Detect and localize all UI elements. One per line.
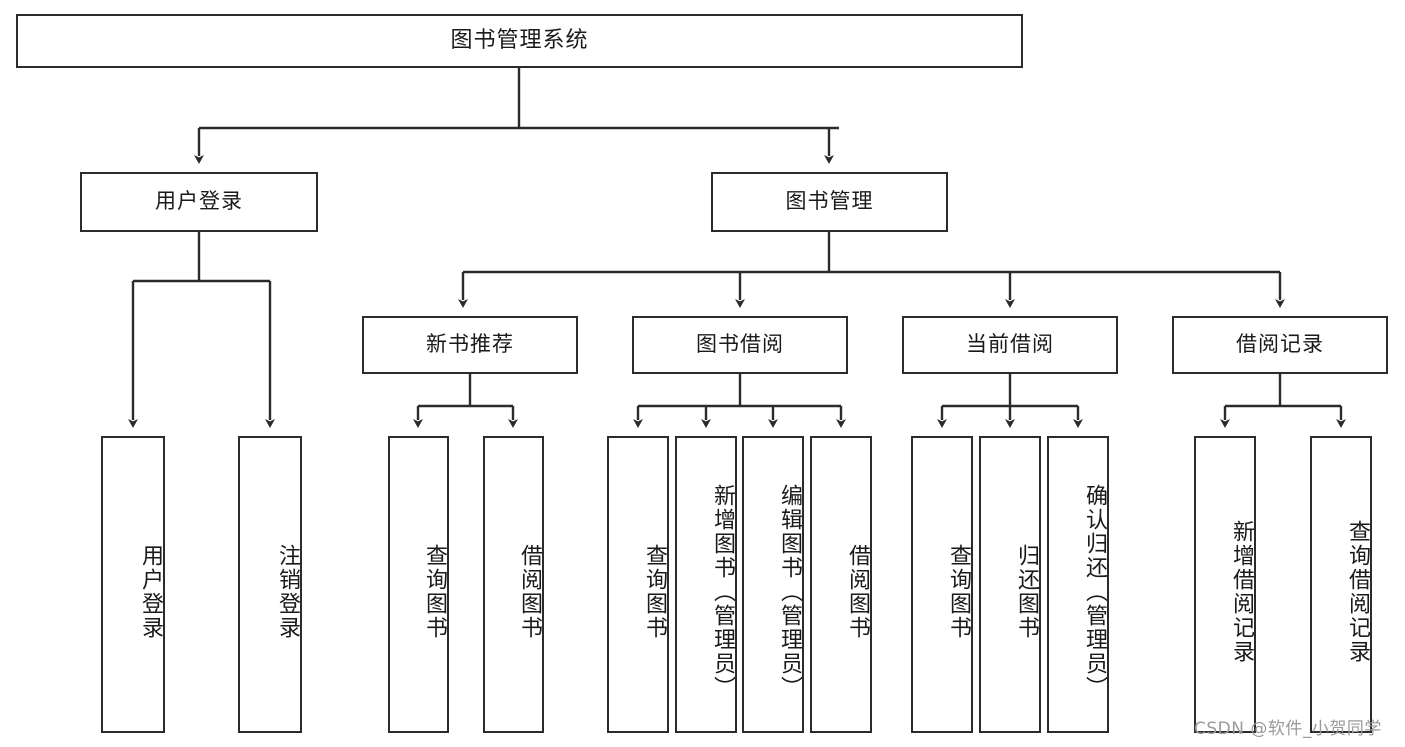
node-book-borrow[interactable]: 图书借阅 <box>632 316 848 374</box>
leaf-query-book-recommend[interactable]: 查询图书 <box>388 436 449 733</box>
watermark-text: CSDN @软件_小贺同学 <box>1194 719 1382 739</box>
leaf-borrow-book[interactable]: 借阅图书 <box>810 436 872 733</box>
leaf-add-book-admin[interactable]: 新增图书（管理员） <box>675 436 737 733</box>
leaf-confirm-return-admin[interactable]: 确认归还（管理员） <box>1047 436 1109 733</box>
node-book-management[interactable]: 图书管理 <box>711 172 948 232</box>
node-root-system[interactable]: 图书管理系统 <box>16 14 1023 68</box>
node-current-borrow[interactable]: 当前借阅 <box>902 316 1118 374</box>
leaf-return-book[interactable]: 归还图书 <box>979 436 1041 733</box>
leaf-borrow-book-recommend[interactable]: 借阅图书 <box>483 436 544 733</box>
leaf-edit-book-admin[interactable]: 编辑图书（管理员） <box>742 436 804 733</box>
leaf-add-borrow-record[interactable]: 新增借阅记录 <box>1194 436 1256 733</box>
leaf-logout[interactable]: 注销登录 <box>238 436 302 733</box>
leaf-query-borrow-record[interactable]: 查询借阅记录 <box>1310 436 1372 733</box>
leaf-user-login[interactable]: 用户登录 <box>101 436 165 733</box>
node-new-book-recommend[interactable]: 新书推荐 <box>362 316 578 374</box>
leaf-query-book-current[interactable]: 查询图书 <box>911 436 973 733</box>
leaf-query-book-borrow[interactable]: 查询图书 <box>607 436 669 733</box>
node-user-login[interactable]: 用户登录 <box>80 172 318 232</box>
node-borrow-record[interactable]: 借阅记录 <box>1172 316 1388 374</box>
